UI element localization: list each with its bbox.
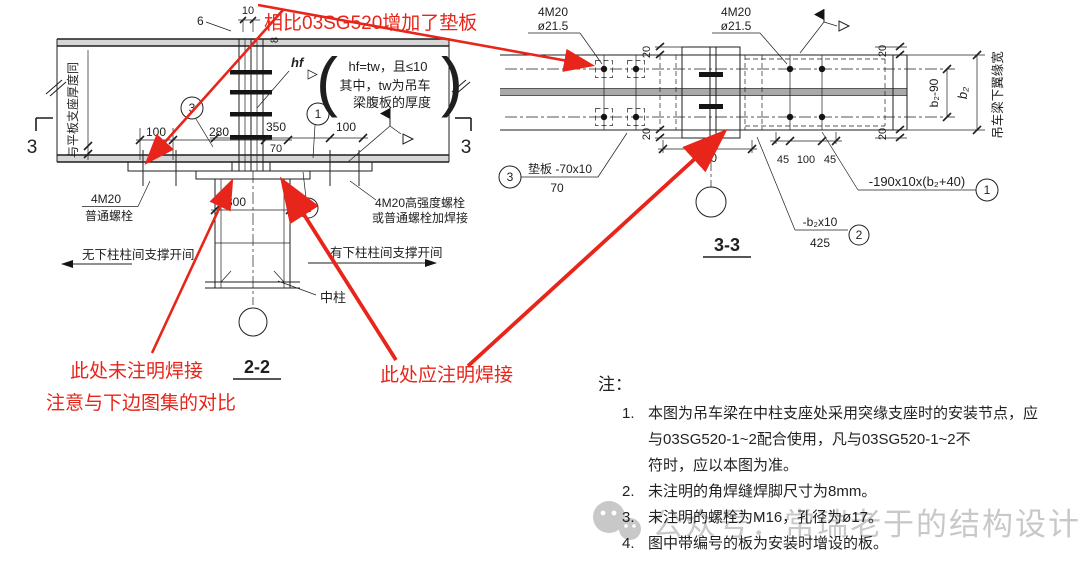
note-line: 与03SG520-1~2配合使用，凡与03SG520-1~2不 bbox=[648, 431, 971, 448]
break-symbol-right bbox=[451, 79, 471, 95]
annotation-left-2: 注意与下边图集的对比 bbox=[46, 393, 237, 414]
washer-plate-label: 垫板 -70x10 bbox=[528, 161, 592, 176]
bubble-1-plan: 1 bbox=[984, 183, 991, 197]
weld-size-label: hf bbox=[291, 55, 305, 70]
note-line: 符时，应以本图为准。 bbox=[648, 457, 799, 474]
plate2-label: -b₂x10 bbox=[803, 215, 838, 229]
general-notes: 注： 1. 本图为吊车梁在中柱支座处采用突缘支座时的安装节点，应 与03SG52… bbox=[596, 370, 1076, 557]
bolt-label-right-2: ø21.5 bbox=[721, 19, 752, 33]
formula-paren-close: ) bbox=[441, 44, 463, 118]
note-item-2: 2. 未注明的角焊缝焊脚尺寸为8mm。 bbox=[596, 479, 1076, 505]
svg-text:3: 3 bbox=[461, 137, 472, 158]
bay-right-label: 有下柱柱间支撑开间 bbox=[330, 245, 443, 260]
svg-text:3: 3 bbox=[27, 137, 38, 158]
red-annotation-arrows bbox=[144, 3, 728, 368]
plate2-denominator: 425 bbox=[810, 236, 830, 250]
formula-line1: hf=tw，且≤10 bbox=[348, 59, 427, 74]
weld-formula: ( hf=tw，且≤10 其中，tw为吊车 梁腹板的厚度 ) bbox=[316, 44, 463, 118]
field-weld-symbol-plan bbox=[799, 9, 851, 54]
note-line: 未注明的螺栓为M16，孔径为ø17。 bbox=[648, 509, 884, 526]
column-label: 中柱 bbox=[320, 290, 346, 305]
dim-100-left: 100 bbox=[146, 125, 166, 139]
washer-plate-denominator: 70 bbox=[550, 181, 564, 195]
bolt-label-4m20: 4M20 bbox=[91, 192, 121, 206]
hs-bolt-label-2: 或普通螺栓加焊接 bbox=[372, 210, 468, 225]
bubble-2-plan: 2 bbox=[856, 228, 863, 242]
dim-10: 10 bbox=[242, 5, 254, 17]
formula-line3: 梁腹板的厚度 bbox=[353, 95, 431, 110]
bay-left-label: 无下柱柱间支撑开间 bbox=[82, 247, 195, 262]
svg-text:20: 20 bbox=[877, 128, 889, 140]
hs-bolt-label-1: 4M20高强度螺栓 bbox=[375, 195, 465, 210]
dim-45-a: 45 bbox=[777, 154, 789, 166]
break-symbol-left bbox=[45, 79, 67, 97]
note-number: 4. bbox=[622, 535, 635, 552]
dim-b2-90: b₂-90 bbox=[927, 78, 941, 107]
dim-8: 8 bbox=[269, 37, 281, 43]
bolt-label-left-1: 4M20 bbox=[538, 5, 568, 19]
dim-280: 280 bbox=[209, 125, 229, 139]
bubble-3-plan: 3 bbox=[507, 170, 514, 184]
bolt-label-left-2: ø21.5 bbox=[538, 19, 569, 33]
note-number: 1. bbox=[622, 405, 635, 422]
note-number: 2. bbox=[622, 483, 635, 500]
section-3-3-drawing: 4M20 ø21.5 4M20 ø21.5 20 20 20 20 300 bbox=[498, 5, 1005, 258]
note-line: 图中带编号的板为安装时增设的板。 bbox=[648, 535, 889, 552]
note-item-3: 3. 未注明的螺栓为M16，孔径为ø17。 bbox=[596, 505, 1076, 531]
bubble-1: 1 bbox=[315, 107, 322, 121]
note-item-1: 1. 本图为吊车梁在中柱支座处采用突缘支座时的安装节点，应 与03SG520-1… bbox=[596, 401, 1076, 479]
bolt-label-type: 普通螺栓 bbox=[85, 208, 133, 223]
formula-paren-open: ( bbox=[316, 44, 338, 118]
dim-350: 350 bbox=[266, 120, 286, 134]
note-item-4: 4. 图中带编号的板为安装时增设的板。 bbox=[596, 531, 1076, 557]
section-2-2-drawing: 与平板支座厚度同 6 10 8 hf ( hf=tw，且≤10 其中，tw为吊车… bbox=[27, 5, 472, 380]
bubble-2: 2 bbox=[305, 201, 312, 215]
annotation-center: 此处应注明焊接 bbox=[380, 365, 514, 386]
bolt-label-right-1: 4M20 bbox=[721, 5, 751, 19]
dim-45-b: 45 bbox=[824, 154, 836, 166]
field-weld-symbol bbox=[347, 108, 415, 163]
annotation-top: 相比03SG520增加了垫板 bbox=[264, 13, 478, 34]
note-line: 本图为吊车梁在中柱支座处采用突缘支座时的安装节点，应 bbox=[648, 405, 1039, 422]
dim-6: 6 bbox=[197, 14, 204, 28]
dim-20: 20 bbox=[641, 46, 653, 58]
support-thickness-note: 与平板支座厚度同 bbox=[65, 62, 80, 158]
svg-text:20: 20 bbox=[641, 128, 653, 140]
flange-width-note: 吊车梁下翼缘宽 bbox=[990, 51, 1005, 139]
formula-line2: 其中，tw为吊车 bbox=[339, 78, 430, 93]
dim-100-right: 100 bbox=[336, 120, 356, 134]
dim-100-plan: 100 bbox=[797, 154, 815, 166]
dim-300: 300 bbox=[226, 195, 246, 209]
svg-text:20: 20 bbox=[877, 45, 889, 57]
center-column bbox=[205, 171, 300, 337]
note-line: 未注明的角焊缝焊脚尺寸为8mm。 bbox=[648, 483, 877, 500]
annotation-left-1: 此处未注明焊接 bbox=[70, 361, 204, 382]
notes-header: 注： bbox=[598, 375, 632, 394]
dim-b2: b₂ bbox=[955, 87, 970, 99]
note-number: 3. bbox=[622, 509, 635, 526]
dim-70: 70 bbox=[270, 143, 282, 155]
section-3-3-title: 3-3 bbox=[714, 235, 740, 255]
section-marker-left: 3 bbox=[27, 117, 53, 158]
section-marker-right: 3 bbox=[455, 117, 472, 158]
plate1-label: -190x10x(b₂+40) bbox=[869, 174, 965, 189]
bubble-3: 3 bbox=[189, 101, 196, 115]
section-2-2-title: 2-2 bbox=[244, 357, 270, 377]
